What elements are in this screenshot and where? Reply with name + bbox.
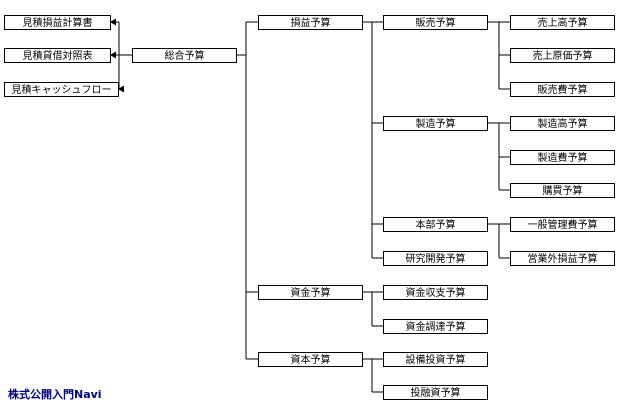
node-seizohi: 製造費予算: [510, 150, 615, 165]
node-seizo-daka: 製造高予算: [510, 116, 615, 131]
node-sogo: 総合予算: [132, 48, 237, 63]
site-credit: 株式公開入門Navi: [8, 388, 102, 401]
node-box: [258, 15, 363, 30]
node-label: 資本予算: [291, 353, 331, 366]
node-kenkyu: 研究開発予算: [383, 251, 488, 266]
node-label: 資金収支予算: [406, 286, 466, 299]
node-setsubi: 設備投資予算: [383, 352, 488, 367]
node-label: 本部予算: [416, 218, 456, 231]
node-soneki: 損益予算: [258, 15, 363, 30]
node-box: [383, 385, 488, 400]
node-label: 製造予算: [416, 117, 456, 130]
node-ippan-kanri: 一般管理費予算: [510, 217, 615, 232]
node-box: [4, 48, 111, 63]
node-box: [383, 352, 488, 367]
node-box: [510, 82, 615, 97]
node-toyushi: 投融資予算: [383, 385, 488, 400]
node-uriage-genka: 売上原価予算: [510, 48, 615, 63]
node-shikin: 資金予算: [258, 285, 363, 300]
node-label: 設備投資予算: [406, 353, 466, 366]
node-label: 見積損益計算書: [23, 16, 93, 29]
node-label: 製造高予算: [538, 117, 588, 130]
node-box: [383, 217, 488, 232]
node-mitsumori-bs: 見積貸借対照表: [4, 48, 111, 63]
node-shihon: 資本予算: [258, 352, 363, 367]
node-box: [132, 48, 237, 63]
node-box: [510, 116, 615, 131]
node-uriage-daka: 売上高予算: [510, 15, 615, 30]
node-shikin-shushi: 資金収支予算: [383, 285, 488, 300]
arrow-to-bs: [110, 51, 116, 59]
node-label: 見積貸借対照表: [23, 49, 93, 62]
node-box: [258, 285, 363, 300]
node-label: 損益予算: [291, 16, 331, 29]
node-label: 投融資予算: [411, 386, 461, 399]
node-label: 総合予算: [165, 49, 205, 62]
node-box: [383, 285, 488, 300]
node-box: [4, 15, 111, 30]
node-eigyogai: 営業外損益予算: [510, 251, 615, 266]
node-seizo: 製造予算: [383, 116, 488, 131]
node-label: 営業外損益予算: [528, 252, 598, 265]
node-box: [258, 352, 363, 367]
node-label: 資金予算: [291, 286, 331, 299]
node-hanbaihi: 販売費予算: [510, 82, 615, 97]
node-box: [510, 217, 615, 232]
node-box: [383, 15, 488, 30]
node-label: 販売予算: [416, 16, 456, 29]
node-hanbai: 販売予算: [383, 15, 488, 30]
node-box: [510, 183, 615, 198]
node-box: [510, 150, 615, 165]
node-mitsumori-cf: 見積キャッシュフロー: [4, 82, 119, 97]
arrow-to-cf: [118, 85, 124, 93]
node-box: [383, 319, 488, 334]
arrow-to-pl: [110, 18, 116, 26]
node-box: [510, 48, 615, 63]
node-label: 研究開発予算: [406, 252, 466, 265]
node-honbu: 本部予算: [383, 217, 488, 232]
node-label: 売上高予算: [538, 16, 588, 29]
node-mitsumori-pl: 見積損益計算書: [4, 15, 111, 30]
node-label: 販売費予算: [538, 83, 588, 96]
node-label: 購買予算: [543, 184, 583, 197]
node-box: [4, 82, 119, 97]
node-kobai: 購買予算: [510, 183, 615, 198]
node-label: 資金調達予算: [406, 320, 466, 333]
node-shikin-chotatsu: 資金調達予算: [383, 319, 488, 334]
node-label: 一般管理費予算: [528, 218, 598, 231]
node-label: 製造費予算: [538, 151, 588, 164]
node-label: 売上原価予算: [533, 49, 593, 62]
node-label: 見積キャッシュフロー: [12, 83, 112, 96]
node-box: [383, 116, 488, 131]
node-box: [510, 251, 615, 266]
node-box: [383, 251, 488, 266]
node-box: [510, 15, 615, 30]
